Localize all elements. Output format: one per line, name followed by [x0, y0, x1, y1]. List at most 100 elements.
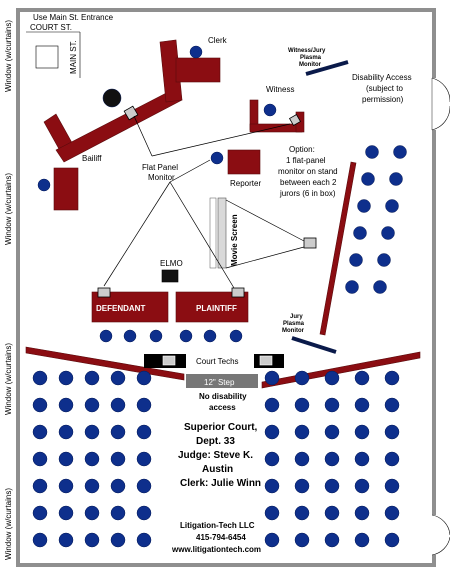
judge-bench [43, 39, 183, 163]
plaintiff-laptop [231, 287, 245, 298]
chair [110, 478, 126, 494]
chair [353, 226, 367, 240]
chair [32, 370, 48, 386]
chair [324, 370, 340, 386]
option-label: between each 2 [280, 178, 337, 187]
window-label: Window (w/curtains) [4, 173, 13, 245]
room-walls [16, 8, 436, 567]
chair [354, 478, 370, 494]
step-block [186, 374, 258, 388]
chair [294, 532, 310, 548]
chair [58, 451, 74, 467]
chair [294, 424, 310, 440]
chair [32, 505, 48, 521]
chair [110, 451, 126, 467]
chair [389, 172, 403, 186]
chair [84, 397, 100, 413]
witness-label: Witness [266, 85, 294, 94]
disability-access-label: (subject to [366, 84, 403, 93]
jury-box-rail [319, 161, 357, 336]
chair [324, 478, 340, 494]
chair [385, 199, 399, 213]
window-label: Window (w/curtains) [4, 343, 13, 415]
reporter-chair [210, 151, 224, 165]
option-label: jurors (6 in box) [279, 189, 336, 198]
chair [294, 397, 310, 413]
chair [384, 397, 400, 413]
movie-screen [209, 197, 227, 269]
chair [58, 370, 74, 386]
chair [354, 451, 370, 467]
chair [294, 478, 310, 494]
chair [84, 532, 100, 548]
no-disability-label: No disability [199, 392, 247, 401]
chair [377, 253, 391, 267]
chair [354, 532, 370, 548]
chair [384, 451, 400, 467]
chair [264, 370, 280, 386]
chair [110, 505, 126, 521]
chair [264, 478, 280, 494]
chair [264, 397, 280, 413]
chair [136, 505, 152, 521]
movie-screen-label: Movie Screen [230, 214, 239, 266]
witness-jury-monitor-label: Monitor [299, 62, 322, 68]
court-techs-label: Court Techs [196, 357, 239, 366]
door-lower-right [431, 514, 450, 556]
chair [136, 532, 152, 548]
chair [136, 478, 152, 494]
chair [264, 505, 280, 521]
chair [324, 451, 340, 467]
jury-plasma-monitor [291, 336, 337, 354]
chair [384, 505, 400, 521]
chair [384, 532, 400, 548]
jury-monitor-label: Monitor [282, 328, 305, 334]
judge-chair [102, 88, 122, 108]
chair [324, 397, 340, 413]
chair [136, 424, 152, 440]
no-disability-label: access [209, 403, 236, 412]
company-line: 415-794-6454 [196, 533, 246, 542]
bailiff-desk [53, 167, 79, 211]
chair [294, 451, 310, 467]
step-label: 12" Step [204, 378, 235, 387]
court-tech-laptop-left [162, 355, 176, 366]
chair [354, 424, 370, 440]
flat-panel-label: Flat Panel [142, 163, 178, 172]
chair [110, 532, 126, 548]
court-info-line: Austin [202, 464, 233, 475]
company-line: www.litigationtech.com [171, 545, 261, 554]
clerk-chair [189, 45, 203, 59]
bailiff-chair [37, 178, 51, 192]
cable-lines [103, 115, 305, 289]
disability-access-label: permission) [362, 95, 404, 104]
elmo-label: ELMO [160, 259, 183, 268]
defendant-laptop [97, 287, 111, 298]
clerk-desk [175, 57, 221, 83]
chair [84, 505, 100, 521]
option-label: Option: [289, 145, 315, 154]
chair [32, 478, 48, 494]
chair [136, 397, 152, 413]
chair [294, 370, 310, 386]
court-info-line: Dept. 33 [196, 436, 235, 447]
witness-jury-monitor-label: Plasma [300, 55, 322, 61]
window-label: Window (w/curtains) [4, 488, 13, 560]
chair [354, 505, 370, 521]
chair [136, 370, 152, 386]
jury-monitor-label: Plasma [283, 321, 305, 327]
chair [361, 172, 375, 186]
elmo-device [161, 269, 179, 283]
chair [264, 451, 280, 467]
chair [294, 505, 310, 521]
door-upper-right [431, 77, 450, 131]
chair [32, 451, 48, 467]
chair [58, 532, 74, 548]
entrance-block [35, 45, 59, 69]
chair [349, 253, 363, 267]
option-label: 1 flat-panel [286, 156, 326, 165]
chair [345, 280, 359, 294]
chair [84, 370, 100, 386]
witness-monitor [288, 113, 302, 127]
court-street-label: COURT ST. [30, 23, 72, 32]
